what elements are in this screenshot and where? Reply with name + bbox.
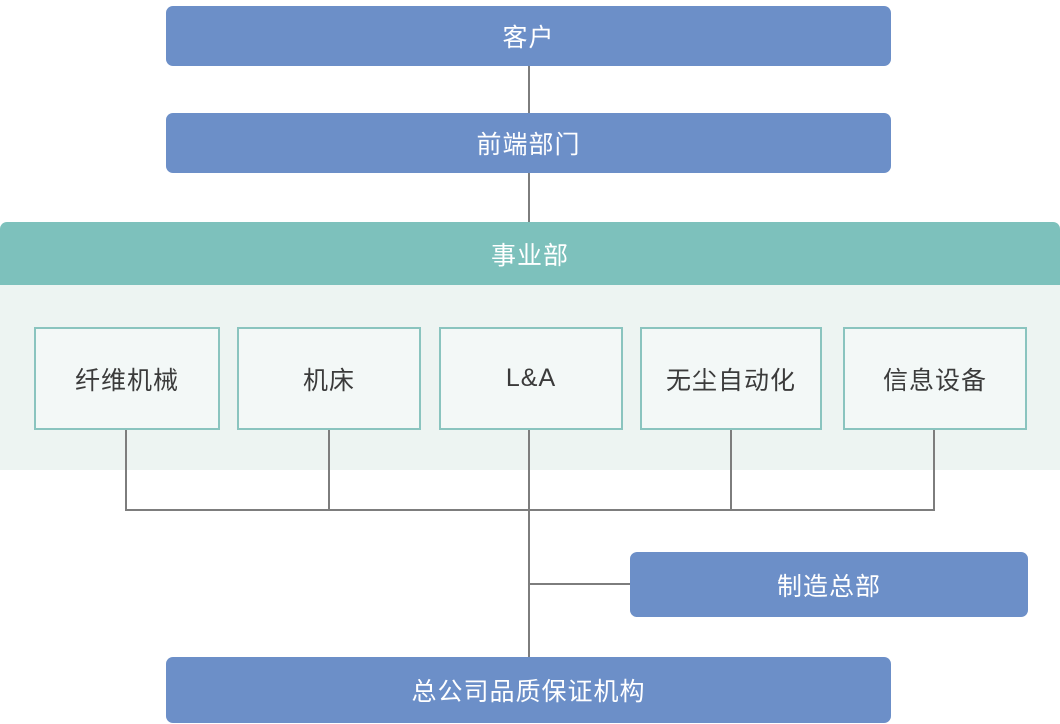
connector-unit5-bus <box>933 430 935 510</box>
unit-label: 信息设备 <box>882 366 987 395</box>
connector-unit1-bus <box>125 430 127 510</box>
unit-label: 纤维机械 <box>74 366 179 395</box>
connector-frontend-division <box>528 173 530 222</box>
node-manufacturing-label: 制造总部 <box>776 572 881 601</box>
node-unit-machine-tools: 机床 <box>237 327 421 430</box>
node-frontend-label: 前端部门 <box>476 131 581 159</box>
connector-unit2-bus <box>328 430 330 510</box>
node-business-division-header: 事业部 <box>0 222 1060 285</box>
node-customer-label: 客户 <box>502 24 555 52</box>
node-manufacturing-hq: 制造总部 <box>630 552 1028 617</box>
unit-label: 无尘自动化 <box>665 366 796 395</box>
node-unit-cleanroom-automation: 无尘自动化 <box>640 327 822 430</box>
connector-bus-qa <box>528 509 530 657</box>
unit-label: 机床 <box>302 366 355 395</box>
node-unit-information-equipment: 信息设备 <box>843 327 1027 430</box>
node-unit-fiber-machinery: 纤维机械 <box>34 327 220 430</box>
node-quality-assurance: 总公司品质保证机构 <box>166 657 891 723</box>
node-unit-la: L&A <box>439 327 623 430</box>
node-qa-label: 总公司品质保证机构 <box>411 678 646 706</box>
connector-unit3-bus <box>528 430 530 510</box>
connector-unit4-bus <box>730 430 732 510</box>
connector-customer-frontend <box>528 66 530 113</box>
connector-bus <box>125 509 935 511</box>
unit-label: L&A <box>505 364 557 392</box>
node-customer: 客户 <box>166 6 891 66</box>
connector-stem-manufacturing <box>530 583 630 585</box>
node-division-label: 事业部 <box>490 241 569 270</box>
node-frontend-department: 前端部门 <box>166 113 891 173</box>
